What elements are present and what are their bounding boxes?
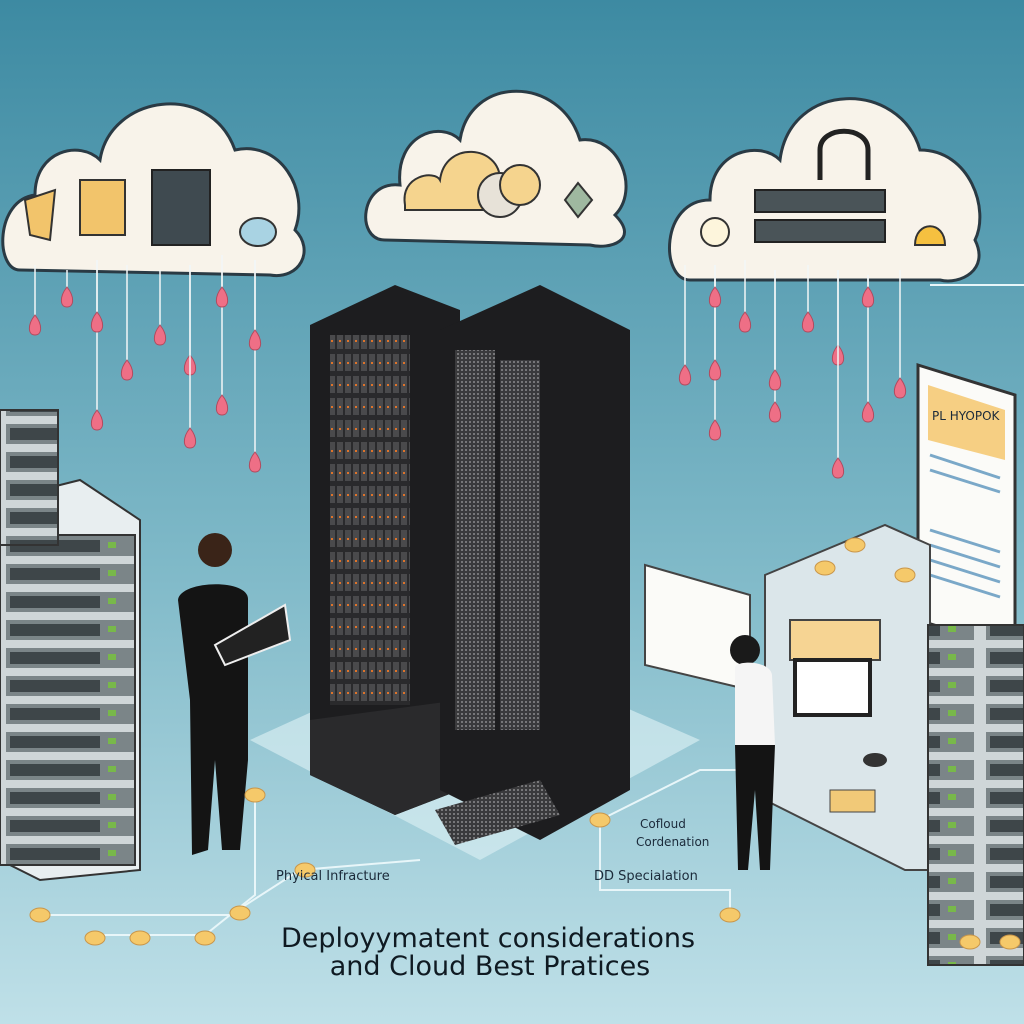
drop-icon bbox=[183, 427, 197, 449]
drop-icon bbox=[801, 311, 815, 333]
drop-icon bbox=[153, 324, 167, 346]
connection-node bbox=[999, 934, 1021, 950]
server-box-small bbox=[0, 409, 59, 546]
drop-icon bbox=[768, 369, 782, 391]
drop-icon bbox=[248, 451, 262, 473]
laptop bbox=[793, 658, 872, 717]
drop-icon bbox=[248, 329, 262, 351]
cloud-right bbox=[668, 97, 982, 283]
drop-icon bbox=[893, 377, 907, 399]
connection-node bbox=[84, 930, 106, 946]
connection-node bbox=[294, 862, 316, 878]
drop-icon bbox=[678, 364, 692, 386]
drop-icon bbox=[831, 457, 845, 479]
label-specialation: DD Specialation bbox=[594, 869, 698, 884]
connection-node bbox=[894, 567, 916, 583]
title-line-2: and Cloud Best Pratices bbox=[330, 951, 651, 982]
puzzle-icon bbox=[23, 188, 57, 242]
drop-icon bbox=[708, 419, 722, 441]
diamond-icon bbox=[563, 181, 594, 219]
circle-icon bbox=[700, 217, 730, 247]
connection-node bbox=[959, 934, 981, 950]
drop-icon bbox=[768, 401, 782, 423]
connection-node bbox=[244, 787, 266, 803]
connection-node bbox=[814, 560, 836, 576]
drop-icon bbox=[28, 314, 42, 336]
poster-heading: PL HYOPOK bbox=[932, 409, 1001, 423]
drop-icon bbox=[90, 409, 104, 431]
drop-icon bbox=[120, 359, 134, 381]
person-man-reading bbox=[178, 533, 292, 855]
server-rack-left bbox=[0, 409, 141, 882]
server-rack-right bbox=[927, 624, 1024, 966]
server-rack-center bbox=[310, 285, 630, 845]
connection-node bbox=[194, 930, 216, 946]
drop-icon bbox=[861, 401, 875, 423]
drop-icon bbox=[90, 311, 104, 333]
drop-icon bbox=[708, 286, 722, 308]
connection-nodes bbox=[29, 537, 1021, 950]
label-physical-infrastructure: Phyical Infracture bbox=[276, 869, 390, 884]
drop-icon bbox=[708, 359, 722, 381]
label-cloud-coordination-line2: Cordenation bbox=[636, 835, 709, 849]
label-cloud-coordination-line1: Cofloud bbox=[640, 817, 686, 831]
title-line-1: Deployymatent considerations bbox=[281, 923, 695, 954]
bell-icon bbox=[913, 225, 947, 246]
poster: PL HYOPOK bbox=[916, 362, 1017, 653]
cloud-mini-icon bbox=[239, 217, 277, 247]
drop-icon bbox=[215, 394, 229, 416]
cloud-left bbox=[1, 102, 306, 277]
connection-node bbox=[589, 812, 611, 828]
book bbox=[213, 603, 292, 667]
drop-icon bbox=[60, 286, 74, 308]
rack-unit-icon bbox=[754, 189, 886, 213]
hanging-drops bbox=[28, 255, 907, 479]
person-woman-laptop bbox=[730, 635, 775, 870]
drop-icon bbox=[738, 311, 752, 333]
connection-node bbox=[229, 905, 251, 921]
lock-shackle-icon bbox=[817, 128, 871, 180]
drop-icon bbox=[215, 286, 229, 308]
connection-node bbox=[29, 907, 51, 923]
connection-node bbox=[129, 930, 151, 946]
cloud-center bbox=[364, 89, 628, 248]
network-icon bbox=[79, 179, 126, 236]
mouse bbox=[863, 753, 887, 767]
connection-node bbox=[844, 537, 866, 553]
server-icon bbox=[151, 169, 211, 246]
drop-icon bbox=[861, 286, 875, 308]
connection-node bbox=[719, 907, 741, 923]
